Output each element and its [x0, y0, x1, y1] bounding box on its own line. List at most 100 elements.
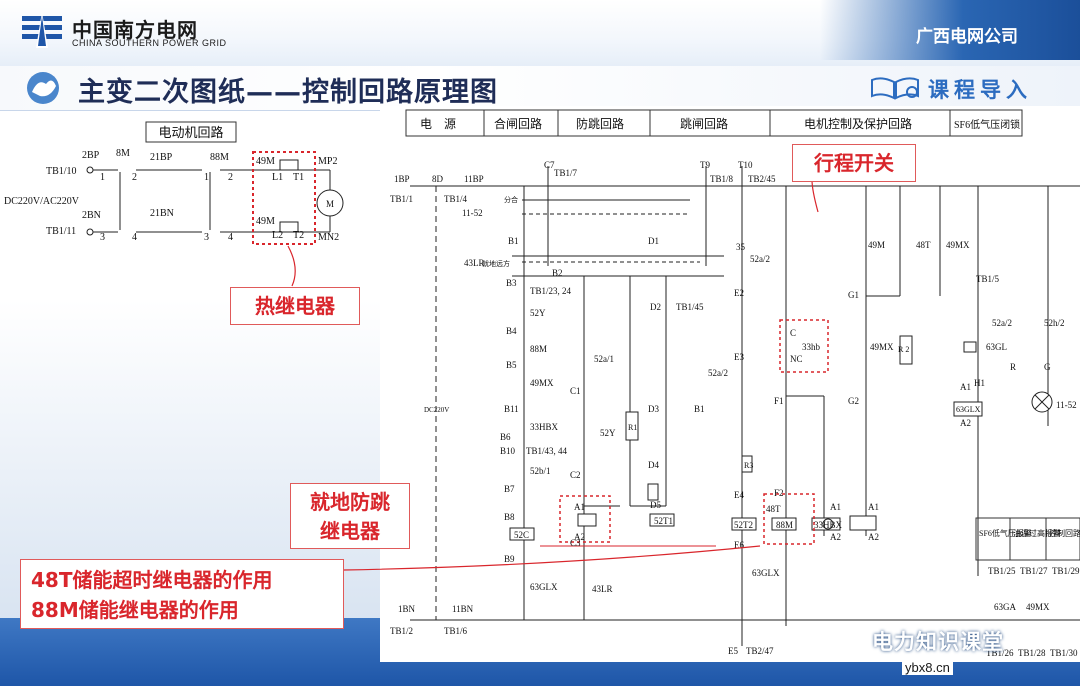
node-label: 49MX [870, 342, 894, 352]
logo-text-cn: 中国南方电网 [72, 18, 198, 42]
node-label: 63GA [994, 602, 1016, 612]
node-label: 11-52 [462, 208, 483, 218]
mc-label: 1 [204, 172, 209, 183]
node-label: R3 [744, 461, 753, 470]
mc-label: 3 [100, 232, 105, 243]
storage-relay-arrow [343, 545, 761, 571]
header-cell-motor-control: 电机控制及保护回路 [804, 116, 912, 131]
local-antijump-callout: 就地防跳 继电器 [290, 483, 410, 549]
node-label: B1 [508, 236, 519, 246]
node-label: 35 [736, 242, 746, 252]
thermal-relay-dashed-box [252, 151, 316, 245]
node-label: F2 [774, 488, 784, 498]
node-label: 52a/2 [992, 318, 1012, 328]
node-label: TB1/28 [1018, 648, 1046, 658]
node-label: D4 [648, 460, 659, 470]
mc-label: 2BN [82, 210, 101, 221]
node-label: A1 [830, 502, 841, 512]
node-label: B7 [504, 484, 515, 494]
local-antijump-line2: 继电器 [320, 519, 380, 543]
header-cell-sf6: SF6低气压闭锁 [954, 118, 1020, 131]
node-label: 88M [776, 520, 793, 530]
node-label: G [1044, 362, 1051, 372]
mc-label: 49M [256, 216, 275, 227]
node-label: B2 [552, 268, 563, 278]
top-header [0, 0, 1080, 66]
site-url: ybx8.cn [902, 660, 953, 675]
storage-relay-callout: 48T储能超时继电器的作用 88M储能继电器的作用 [20, 559, 344, 629]
control-schematic: 电 源 合闸回路 防跳回路 跳闸回路 电机控制及保护回路 SF6低气压闭锁 [390, 109, 1080, 658]
node-label: 8D [432, 174, 444, 184]
node-label: T9 [700, 160, 710, 170]
supply-voltage: DC220V/AC220V [4, 196, 80, 207]
logo-text-en: CHINA SOUTHERN POWER GRID [72, 38, 227, 48]
node-label: TB1/23, 24 [530, 286, 572, 296]
node-label: C2 [570, 470, 581, 480]
node-label: 49MX [530, 378, 554, 388]
node-label: 33HBX [530, 422, 559, 432]
node-label: 分合 [504, 195, 518, 204]
mc-label: 1 [100, 172, 105, 183]
motor-circuit-diagram: 电动机回路 2BP TB1/10 8M 21BP 88M 49M MP2 L1 … [4, 121, 344, 245]
node-label: B1 [694, 404, 705, 414]
node-label: B4 [506, 326, 517, 336]
node-label: 63GLX [752, 568, 780, 578]
node-label: D2 [650, 302, 661, 312]
node-label: 52a/2 [708, 368, 728, 378]
mc-label: 4 [228, 232, 233, 243]
node-label: 52a/2 [750, 254, 770, 264]
node-label: TB1/43, 44 [526, 446, 568, 456]
node-label: A2 [960, 418, 971, 428]
node-label: 11BP [464, 174, 484, 184]
mc-label: 3 [204, 232, 209, 243]
mc-label: T2 [293, 230, 304, 241]
node-label: TB2/47 [746, 646, 774, 656]
node-label: 52h/2 [1044, 318, 1065, 328]
node-label: A1 [960, 382, 971, 392]
node-label: D5 [650, 500, 661, 510]
node-label: 52T2 [734, 520, 753, 530]
node-label: R1 [628, 423, 637, 432]
node-label: C [790, 328, 796, 338]
node-label: 52C [514, 530, 529, 540]
node-label: 52T1 [654, 516, 673, 526]
mc-label: 2 [228, 172, 233, 183]
node-label: 52a/1 [594, 354, 614, 364]
control-schematic-panel: 电 源 合闸回路 防跳回路 跳闸回路 电机控制及保护回路 SF6低气压闭锁 [380, 106, 1080, 662]
node-label: TB1/1 [390, 194, 413, 204]
section-label: 课程导入 [928, 78, 1032, 102]
node-label: TB1/45 [676, 302, 704, 312]
motor-heading: 电动机回路 [158, 125, 223, 140]
node-label: H1 [974, 378, 985, 388]
mc-label: 2 [132, 172, 137, 183]
sf6-table-cell: SF6低气压报警 [979, 528, 1032, 538]
csg-logo-icon [22, 12, 62, 48]
node-label: TB1/8 [710, 174, 734, 184]
node-label: A2 [574, 532, 585, 542]
node-label: A1 [868, 502, 879, 512]
node-label: 43LR [592, 584, 613, 594]
node-label: A1 [574, 502, 585, 512]
node-label: TB1/26 [986, 648, 1014, 658]
node-label: 63GLX [956, 405, 981, 414]
storage-relay-highlight [763, 493, 815, 545]
header-cell-tripping: 跳闸回路 [680, 116, 728, 131]
node-label: 43LR [464, 258, 485, 268]
node-label: 63GLX [530, 582, 558, 592]
mc-label: 21BP [150, 152, 173, 163]
node-label: B5 [506, 360, 517, 370]
node-label: 33hb [802, 342, 821, 352]
node-label: E6 [734, 540, 744, 550]
storage-line1: 48T储能超时继电器的作用 [31, 568, 273, 592]
header-cell-closing: 合闸回路 [494, 116, 542, 131]
mc-label: 21BN [150, 208, 174, 219]
node-label: E3 [734, 352, 744, 362]
node-label: TB1/4 [444, 194, 468, 204]
node-label: TB1/5 [976, 274, 1000, 284]
node-label: NC [790, 354, 803, 364]
node-label: C3 [570, 538, 581, 548]
node-label: DC220V [424, 406, 449, 414]
node-label: 1BP [394, 174, 410, 184]
node-label: 11BN [452, 604, 474, 614]
node-label: 49MX [946, 240, 970, 250]
